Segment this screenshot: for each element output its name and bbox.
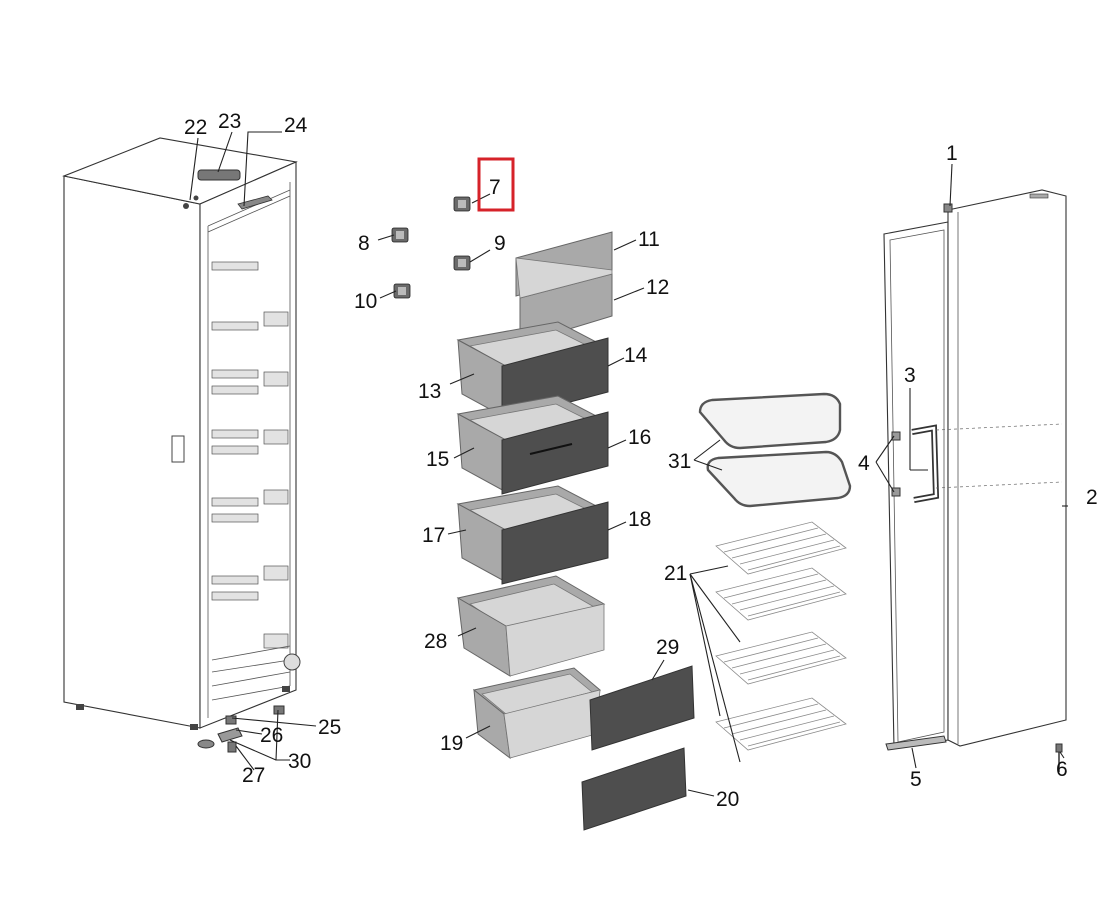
part-label-20: 20: [716, 788, 739, 811]
hinge-clip-7: [453, 196, 471, 212]
drawer-19: [472, 667, 602, 760]
part-label-13: 13: [418, 380, 441, 403]
part-label-18: 18: [628, 508, 651, 531]
hinge-clip-9: [453, 255, 471, 271]
cabinet-body: [62, 137, 301, 730]
part-label-17: 17: [422, 524, 445, 547]
hinge-clip-10: [393, 283, 411, 299]
cabinet-shelf-rails: [211, 261, 289, 649]
part-label-26: 26: [260, 724, 283, 747]
part-label-6: 6: [1056, 758, 1068, 781]
drawer-15-16: [456, 395, 609, 495]
part-label-22: 22: [184, 116, 207, 139]
leader-lines: [189, 131, 1068, 797]
door-assembly: [883, 189, 1067, 772]
hinge-clip-8: [391, 227, 409, 243]
part-label-23: 23: [218, 110, 241, 133]
part-label-16: 16: [628, 426, 651, 449]
part-label-5: 5: [910, 768, 922, 791]
drawer-front-29: [589, 665, 695, 751]
part-label-15: 15: [426, 448, 449, 471]
part-label-4: 4: [858, 452, 870, 475]
glass-shelves: [698, 392, 852, 508]
drawer-front-20: [581, 747, 687, 831]
part-label-11: 11: [638, 228, 660, 251]
part-label-2: 2: [1086, 486, 1098, 509]
lower-hinge-parts: [197, 705, 285, 753]
part-labels: 1 2 3 4 5 6 7 8 9 10 11 12 13 14 15 16 1…: [184, 110, 1098, 811]
highlight-box-part-7: [477, 157, 515, 212]
part-label-27: 27: [242, 764, 265, 787]
part-label-21: 21: [664, 562, 687, 585]
part-label-1: 1: [946, 142, 958, 165]
drawer-28: [456, 575, 606, 677]
part-label-12: 12: [646, 276, 669, 299]
part-label-19: 19: [440, 732, 463, 755]
part-label-8: 8: [358, 232, 370, 255]
part-label-7: 7: [489, 176, 501, 199]
part-label-31: 31: [668, 450, 691, 473]
part-label-10: 10: [354, 290, 377, 313]
drawer-17-18: [456, 485, 609, 585]
part-label-25: 25: [318, 716, 341, 739]
part-label-28: 28: [424, 630, 447, 653]
part-label-29: 29: [656, 636, 679, 659]
drawer-13-14: [456, 321, 609, 421]
wire-shelves: [715, 521, 847, 751]
part-label-3: 3: [904, 364, 916, 387]
part-label-24: 24: [284, 114, 308, 137]
part-label-30: 30: [288, 750, 311, 773]
part-label-9: 9: [494, 232, 506, 255]
part-label-14: 14: [624, 344, 648, 367]
